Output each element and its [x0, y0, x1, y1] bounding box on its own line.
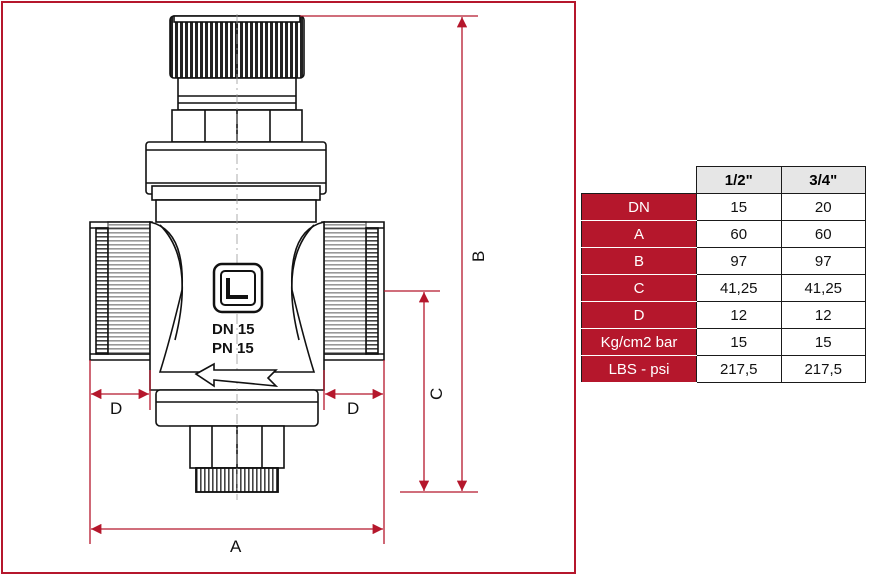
table-cell: 97 — [780, 247, 866, 275]
body-marking-dn: DN 15 — [212, 321, 255, 338]
drawing-frame — [1, 1, 576, 574]
table-row: Kg/cm2 bar 15 15 — [581, 328, 866, 356]
table-cell: 41,25 — [696, 274, 782, 302]
column-header-three-quarter-inch: 3/4" — [780, 166, 866, 194]
table-cell: 15 — [696, 328, 782, 356]
row-label: C — [581, 274, 697, 302]
dimension-label-d-left: D — [110, 399, 122, 418]
body-marking-pn: PN 15 — [212, 340, 254, 357]
pressure-reducer-valve — [89, 14, 385, 500]
table-row: LBS - psi 217,5 217,5 — [581, 355, 866, 383]
table-row: D 12 12 — [581, 301, 866, 329]
table-cell: 15 — [696, 193, 782, 221]
table-header-row: 1/2" 3/4" — [581, 166, 866, 194]
table-row: C 41,25 41,25 — [581, 274, 866, 302]
valve-body — [149, 220, 325, 391]
dimension-label-d-right: D — [347, 399, 359, 418]
table-cell: 217,5 — [696, 355, 782, 383]
flow-direction-arrow-icon — [194, 362, 279, 388]
table-row: A 60 60 — [581, 220, 866, 248]
table-cell: 97 — [696, 247, 782, 275]
table-cell: 60 — [780, 220, 866, 248]
dimension-label-a: A — [230, 537, 242, 556]
table-row: DN 15 20 — [581, 193, 866, 221]
row-label: A — [581, 220, 697, 248]
table-cell: 12 — [696, 301, 782, 329]
table-cell: 41,25 — [780, 274, 866, 302]
table-cell: 217,5 — [780, 355, 866, 383]
specification-table: 1/2" 3/4" DN 15 20 A 60 60 B 97 97 C 41,… — [581, 166, 866, 383]
column-header-half-inch: 1/2" — [696, 166, 782, 194]
row-label: LBS - psi — [581, 355, 697, 383]
brand-logo-icon — [212, 262, 264, 314]
table-corner-cell — [581, 166, 697, 194]
row-label: D — [581, 301, 697, 329]
table-cell: 12 — [780, 301, 866, 329]
dimension-label-c: C — [427, 388, 446, 400]
dimension-lines — [89, 15, 478, 544]
row-label: B — [581, 247, 697, 275]
table-cell: 60 — [696, 220, 782, 248]
table-cell: 15 — [780, 328, 866, 356]
row-label: Kg/cm2 bar — [581, 328, 697, 356]
table-cell: 20 — [780, 193, 866, 221]
row-label: DN — [581, 193, 697, 221]
dimension-label-b: B — [469, 251, 488, 262]
table-row: B 97 97 — [581, 247, 866, 275]
